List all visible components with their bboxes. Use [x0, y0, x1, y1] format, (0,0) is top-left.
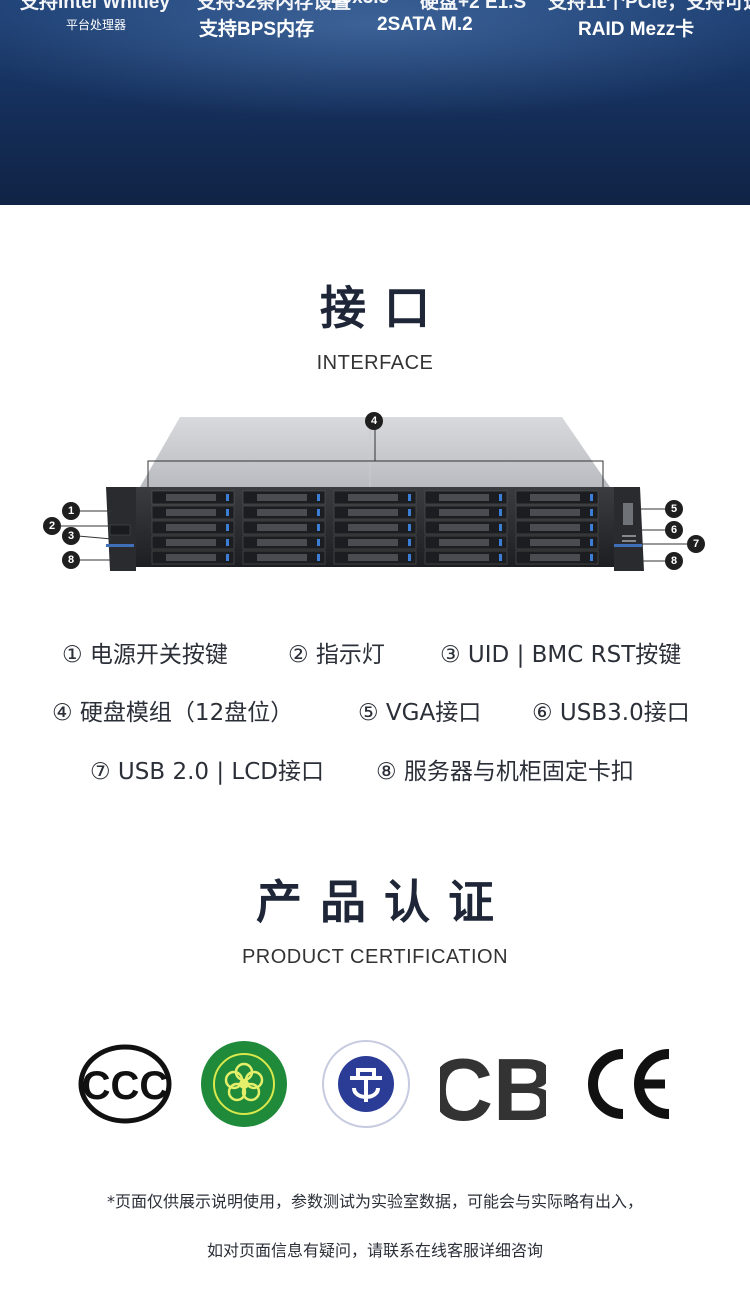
spec-top-4: 硬盘+2 E1.S	[420, 0, 527, 13]
legend-indicator: ② 指示灯	[288, 642, 385, 668]
legend-vga: ⑤ VGA接口	[358, 700, 482, 726]
china-environmental-label-icon	[198, 1036, 290, 1128]
legend-uid-bmc: ③ UID | BMC RST按键	[440, 642, 682, 668]
server-front-illustration: 1 2 3 4 5 6 7 8 8	[40, 405, 720, 585]
spec-m2: 2SATA M.2	[377, 14, 473, 35]
legend-drive-module: ④ 硬盘模组（12盘位）	[52, 700, 294, 726]
spec-top-3: 20x3.5	[331, 0, 389, 9]
energy-conservation-certification-icon	[320, 1036, 412, 1128]
svg-text:CCC: CCC	[82, 1064, 169, 1108]
footnote-line-2: 如对页面信息有疑问，请联系在线客服详细咨询	[206, 1241, 543, 1260]
spec-memory: 支持BPS内存	[199, 19, 315, 40]
certification-heading: 产品认证 PRODUCT CERTIFICATION	[0, 866, 750, 969]
svg-text:CB: CB	[440, 1040, 546, 1128]
legend-power-button: ① 电源开关按键	[62, 642, 228, 668]
ce-logo-icon	[585, 1036, 673, 1128]
interface-heading: 接口 INTERFACE	[0, 272, 750, 375]
spec-raid: RAID Mezz卡	[578, 19, 695, 40]
callout-2: 2	[43, 517, 61, 535]
callout-8-right: 8	[665, 552, 683, 570]
server-chassis-icon	[60, 417, 688, 571]
ccc-logo-icon: CCC	[78, 1036, 172, 1128]
spec-top-2: 支持32条内存设置	[197, 0, 352, 13]
certification-subtitle: PRODUCT CERTIFICATION	[241, 946, 509, 968]
cb-logo-icon: CB	[429, 1036, 556, 1139]
spec-top-5: 支持11个PCIe，支持可选	[548, 0, 750, 13]
callout-7: 7	[687, 535, 705, 553]
legend-rack-latch: ⑧ 服务器与机柜固定卡扣	[376, 759, 634, 785]
interface-subtitle: INTERFACE	[316, 352, 434, 374]
footnote-line-1: *页面仅供展示说明使用，参数测试为实验室数据，可能会与实际略有出入，	[106, 1192, 643, 1211]
legend-usb2-lcd: ⑦ USB 2.0 | LCD接口	[90, 759, 324, 785]
callout-6: 6	[665, 521, 683, 539]
spec-cpu-sub: 平台处理器	[66, 18, 127, 32]
callout-8-left: 8	[62, 551, 80, 569]
certification-title: 产品认证	[256, 875, 512, 929]
spec-top-1: 支持Intel Whitley	[20, 0, 170, 13]
callout-3: 3	[62, 527, 80, 545]
callout-1: 1	[62, 502, 80, 520]
spec-banner: 支持Intel Whitley 支持32条内存设置 20x3.5 硬盘+2 E1…	[0, 0, 750, 205]
legend-usb3: ⑥ USB3.0接口	[532, 700, 690, 726]
interface-title: 接口	[320, 281, 448, 335]
callout-4: 4	[365, 412, 383, 430]
callout-5: 5	[665, 500, 683, 518]
